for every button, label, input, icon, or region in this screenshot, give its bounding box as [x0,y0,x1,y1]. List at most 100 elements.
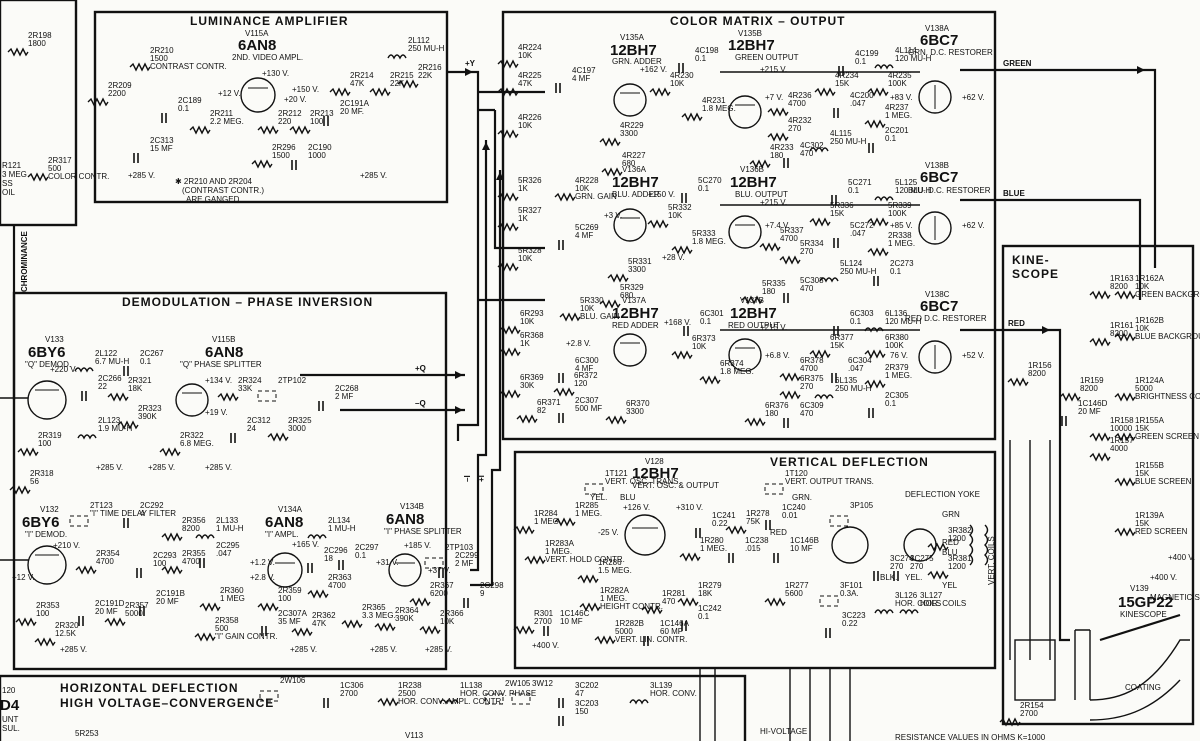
resistor-symbol [87,97,109,107]
inductor-symbol [814,394,834,400]
component-ref: 4R234 [835,71,859,80]
capacitor-symbol [873,276,879,286]
component-value: 3000 [288,424,306,433]
component-ref: 2C273 [890,259,914,268]
component-ref: 5R328 [518,246,542,255]
component-value: 20 MF. [340,107,364,116]
magnetic-shield [1099,613,1181,642]
component-value: 150 [575,707,589,716]
transformer-symbol [584,483,604,495]
inductor-symbol [899,609,919,615]
capacitor-symbol [681,621,687,631]
bus-arrows [455,66,1145,414]
component-4c200: 4C200.047 [833,91,874,118]
resistor-symbol [341,619,363,629]
inductor-symbol [195,534,215,540]
component-ref: 5R335 [762,279,786,288]
component-value: 220 [278,117,292,126]
voltage-label: +168 V. [664,318,691,327]
component-ref: 4R236 [788,91,812,100]
component-value: 4 MF [575,364,593,373]
resistor-symbol [1089,337,1111,347]
voltage-label: +2.8 V. [566,339,591,348]
capacitor-symbol [825,628,831,638]
resistor-symbol [374,622,396,632]
resistor-symbol [647,219,669,229]
component-ref: 2W106 [280,676,306,685]
component-value: 1 MEG. [700,544,727,553]
resistor-symbol [15,617,37,627]
component-value: 390K [395,614,414,623]
component-ref: 4L114 [895,46,917,55]
component-ref: 1C146A [660,619,690,628]
resistor-symbol [9,485,31,495]
resistor-symbol [513,525,535,535]
resistor-symbol [1114,392,1136,402]
component-ref: 2R210 [150,46,174,55]
component-value: 60 MF [660,627,683,636]
wire-color-label: BLU [620,493,636,502]
component-ref: 2R362 [312,611,336,620]
component-ref: 2R356 [182,516,206,525]
component-note: CONTRAST CONTR. [150,62,227,71]
resistor-symbol [497,59,519,69]
component-value: 24 [247,424,256,433]
component-value: 120 MU-H [885,317,922,326]
voltage-label: +215 V. [760,198,787,207]
component-ref: 1R159 [1080,376,1104,385]
component-ref: 1R282A [600,586,630,595]
voltage-label: +210 V. [53,541,80,550]
component-value: 1K [520,339,530,348]
component-ref: 2R216 [418,63,442,72]
component-note: VERT. OUTPUT TRANS. [785,477,874,486]
tube-ref-v138a: V138A [925,24,950,33]
component-ref: 2R321 [128,376,152,385]
capacitor-symbol [1061,416,1067,426]
left-edge-box [0,0,78,227]
tube-type-v115a: 6AN8 [238,37,276,54]
component-value: 20 MF [95,607,118,616]
tube-fn-v136a: BLU. ADDER [612,190,660,199]
component-ref: 6R371 [537,398,561,407]
capacitor-symbol [683,326,689,336]
resistor-symbol [7,47,29,57]
component-ref: 1R282B [615,619,644,628]
component-value: 0.1 [848,186,860,195]
resistor-symbol [307,589,329,599]
component-value: 18K [128,384,143,393]
luminance-box [93,10,449,204]
tube-v115b [175,383,209,417]
resistor-symbol [867,217,889,227]
component-ref: 2TP103 [445,543,474,552]
component-value: 1 MEG. [885,371,912,380]
arrow-y [465,68,473,76]
vert-coil-2 [984,524,989,566]
tube-v134a [267,552,303,588]
capacitor-symbol [833,238,839,248]
component-value: 10K [518,51,533,60]
component-ref: 6L136 [885,309,908,318]
component-value: 10K [1135,324,1150,333]
component-ref: 1C241 [712,511,736,520]
component-ref: 2R358 [215,616,239,625]
component-value: 2.2 MEG. [210,117,244,126]
connector-3p105-a [831,526,869,564]
minus-i-bus [470,140,488,572]
component-ref: 3C223 [842,611,866,620]
component-ref: 2R357 [125,601,149,610]
component-ref: 2C191B [156,589,185,598]
resistor-symbol [1059,392,1081,402]
